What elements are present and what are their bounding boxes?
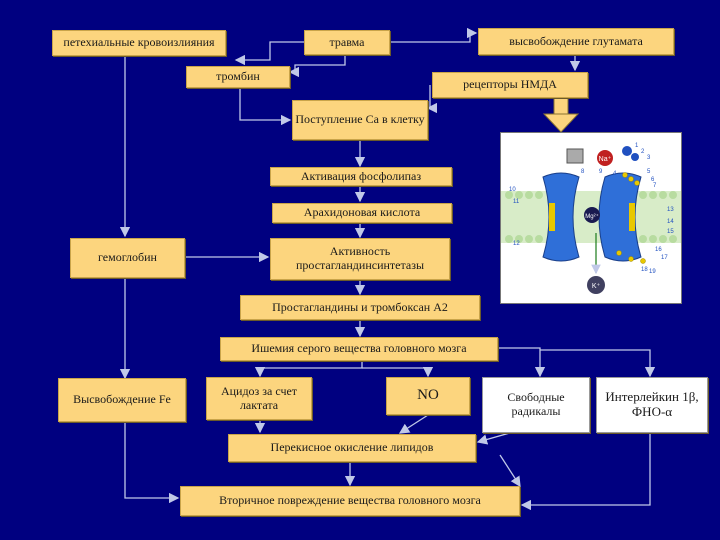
figure-number: 7 <box>653 183 657 189</box>
arrow-fe-secondary <box>124 422 180 504</box>
receptor-right-subunit <box>598 172 642 262</box>
k-ion-label: K⁺ <box>592 283 601 290</box>
arrow-radicals-secondary <box>499 454 521 488</box>
arachidonic-acid-label: Арахидоновая кислота <box>303 205 421 220</box>
ligand-molecule-icon <box>631 153 639 161</box>
figure-number: 16 <box>655 247 662 253</box>
nmda-receptor-figure: Na⁺ Mg²⁺ K⁺ 1 2 3 4 5 6 7 8 9 10 11 12 1… <box>501 133 681 303</box>
trauma-box: травма <box>304 30 390 55</box>
arrow-trauma-thrombin <box>288 55 346 78</box>
figure-number: 9 <box>599 169 603 175</box>
figure-number: 17 <box>661 255 668 261</box>
ca-entry-box: Поступление Са в клетку <box>292 100 428 140</box>
ligand-molecule-icon <box>566 148 584 164</box>
nmda-receptors-box: рецепторы НМДА <box>432 72 588 98</box>
hemoglobin-box: гемоглобин <box>70 238 185 278</box>
prostaglandins-label: Простагландины и тромбоксан А2 <box>272 299 448 314</box>
arrow-thrombin-ca <box>239 88 292 126</box>
figure-number: 1 <box>635 143 639 149</box>
ischemia-box: Ишемия серого вещества головного мозга <box>220 337 498 361</box>
k-ion-icon <box>587 276 605 294</box>
glutamate-release-label: высвобождение глутамата <box>509 33 643 48</box>
ischemia-label: Ишемия серого вещества головного мозга <box>251 341 467 356</box>
figure-number: 14 <box>667 219 674 225</box>
arrow-ischemia-no <box>362 366 434 378</box>
figure-number: 5 <box>647 169 651 175</box>
secondary-damage-label: Вторичное повреждение вещества головного… <box>219 493 481 508</box>
figure-number: 3 <box>647 155 651 161</box>
arachidonic-acid-box: Арахидоновая кислота <box>272 203 452 223</box>
nmda-receptor-illustration: Na⁺ Mg²⁺ K⁺ 1 2 3 4 5 6 7 8 9 10 11 12 1… <box>500 132 682 304</box>
arrow-trauma-hemorrhage <box>234 41 305 66</box>
figure-number: 8 <box>581 169 585 175</box>
figure-number: 4 <box>613 171 617 177</box>
prostaglandins-box: Простагландины и тромбоксан А2 <box>240 295 480 320</box>
figure-number: 13 <box>667 207 674 213</box>
receptor-segment <box>629 203 635 231</box>
arrow-nmda-ca <box>426 85 438 114</box>
interleukin-label: Интерлейкин 1β, ФНО-α <box>605 389 699 419</box>
figure-number: 10 <box>509 187 516 193</box>
receptor-left-subunit <box>542 172 580 262</box>
figure-number: 19 <box>649 269 656 275</box>
phospholipase-label: Активация фосфолипаз <box>300 168 422 183</box>
arrow-ischemia-radicals <box>498 347 546 378</box>
figure-number: 11 <box>513 199 520 205</box>
na-ion-label: Na⁺ <box>599 156 612 163</box>
lipid-peroxidation-box: Перекисное окисление липидов <box>228 434 476 462</box>
na-ion-icon <box>597 150 613 166</box>
interleukin-box: Интерлейкин 1β, ФНО-α <box>596 377 708 433</box>
arrow-interleukin-secondary <box>520 433 651 511</box>
no-box: NO <box>386 377 470 415</box>
free-radicals-label: Свободные радикалы <box>507 390 565 418</box>
phospholipase-box: Активация фосфолипаз <box>270 167 452 186</box>
trauma-label: травма <box>329 34 365 49</box>
arrow-no-lipid <box>398 414 429 434</box>
hemoglobin-label: гемоглобин <box>98 250 157 265</box>
figure-number: 2 <box>641 149 645 155</box>
hemorrhage-label: петехиальные кровоизлияния <box>63 35 215 50</box>
acidosis-box: Ацидоз за счет лактата <box>206 377 312 420</box>
receptor-segment <box>549 203 555 231</box>
fe-release-box: Высвобождение Fe <box>58 378 186 422</box>
lipid-peroxidation-label: Перекисное окисление липидов <box>270 440 434 455</box>
thrombin-label: тромбин <box>216 69 260 84</box>
free-radicals-box: Свободные радикалы <box>482 377 590 433</box>
acidosis-label: Ацидоз за счет лактата <box>220 383 298 412</box>
arrow-trauma-glutamate <box>390 27 478 43</box>
thrombin-box: тромбин <box>186 66 290 88</box>
mg-ion-label: Mg²⁺ <box>585 213 599 220</box>
fe-release-label: Высвобождение Fe <box>73 392 171 407</box>
glutamate-release-box: высвобождение глутамата <box>478 28 674 55</box>
figure-number: 12 <box>513 241 520 247</box>
ca-entry-label: Поступление Са в клетку <box>295 112 425 127</box>
secondary-damage-box: Вторичное повреждение вещества головного… <box>180 486 520 516</box>
figure-number: 6 <box>651 177 655 183</box>
figure-number: 18 <box>641 267 648 273</box>
arrow-ischemia-interleukin <box>540 349 656 378</box>
prostaglandin-synthase-label: Активность простагландинсинтетазы <box>295 244 425 272</box>
no-label: NO <box>417 387 439 404</box>
big-down-arrow <box>542 91 580 133</box>
hemorrhage-box: петехиальные кровоизлияния <box>52 30 226 56</box>
figure-number: 15 <box>667 229 674 235</box>
prostaglandin-synthase-box: Активность простагландинсинтетазы <box>270 238 450 280</box>
mg-ion-icon <box>584 207 600 223</box>
ligand-molecule-icon <box>622 146 632 156</box>
nmda-receptors-label: рецепторы НМДА <box>463 77 557 92</box>
arrow-ischemia-acidosis <box>254 360 363 378</box>
